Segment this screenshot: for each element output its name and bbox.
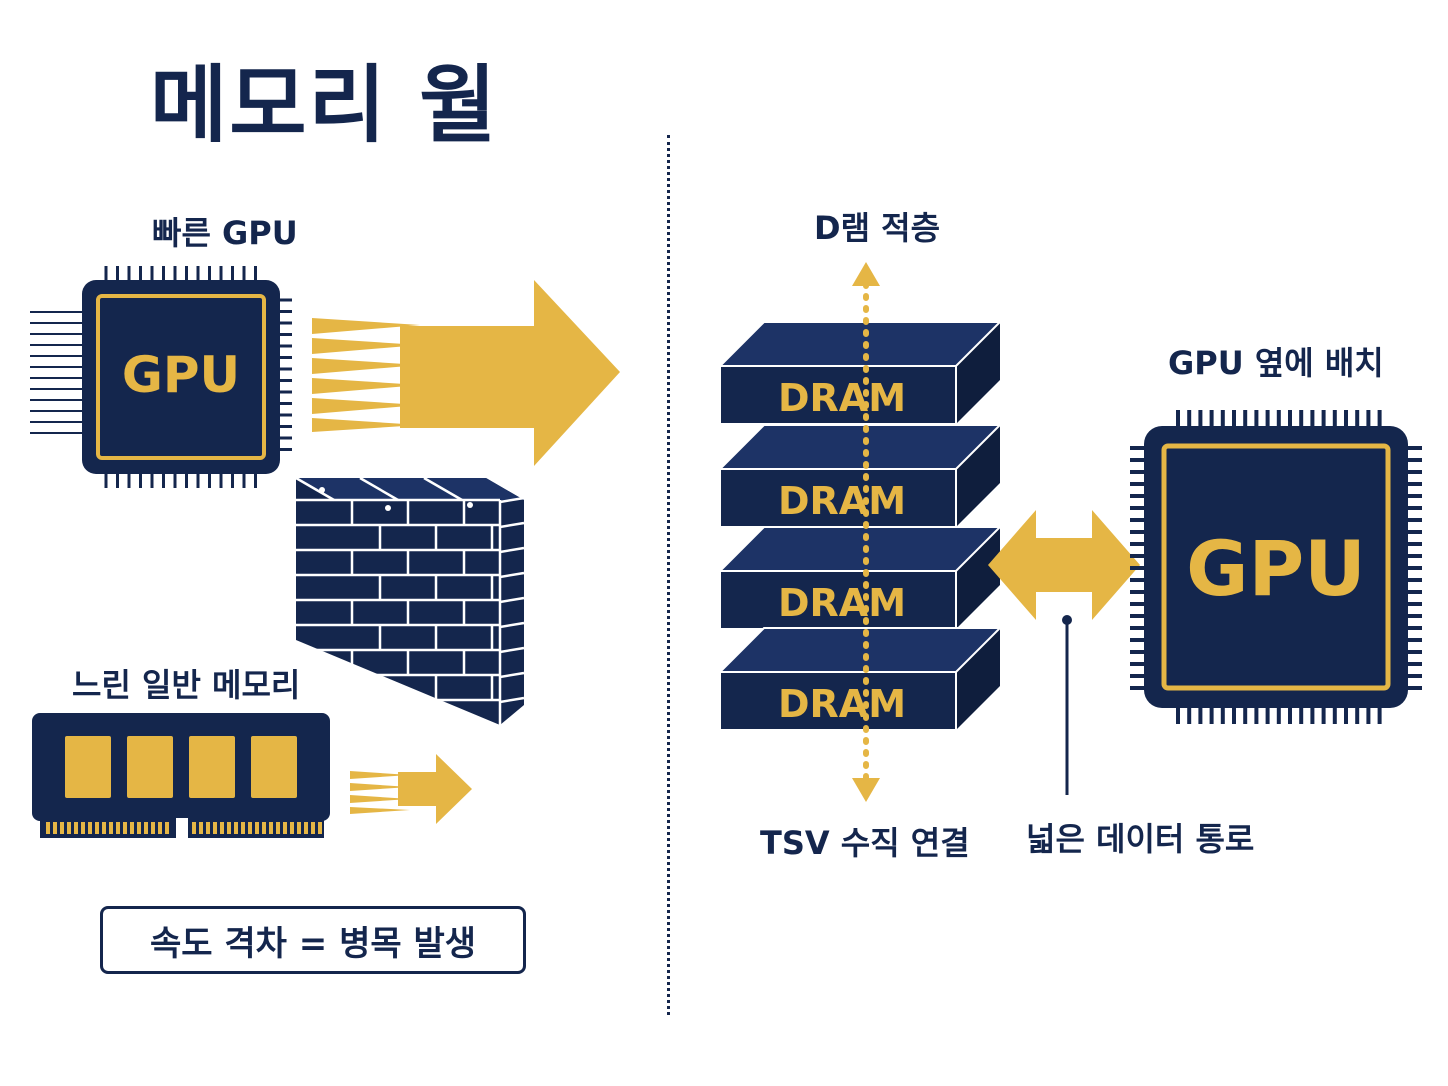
dram-stack-icon	[717, 262, 1003, 802]
dram-layer-1-label: DRAM	[777, 376, 907, 420]
fast-gpu-chip-label: GPU	[121, 346, 241, 404]
fast-data-arrow-icon	[312, 280, 620, 466]
wide-bus-label: 넓은 데이터 통로	[1026, 820, 1255, 858]
adjacent-gpu-chip-label: GPU	[1186, 524, 1366, 613]
page-title: 메모리 월	[150, 56, 499, 154]
fast-gpu-label: 빠른 GPU	[152, 214, 298, 252]
fast-gpu-chip-icon	[30, 266, 292, 488]
dram-layer-3-label: DRAM	[777, 581, 907, 625]
tsv-up-arrow-icon	[852, 262, 880, 286]
dram-layer-4-label: DRAM	[777, 682, 907, 726]
slow-memory-stick-icon	[32, 713, 330, 840]
gpu-placement-label: GPU 옆에 배치	[1168, 344, 1384, 382]
bottleneck-callout: 속도 격차 = 병목 발생	[100, 906, 526, 974]
tsv-down-arrow-icon	[852, 778, 880, 802]
section-divider	[667, 135, 670, 1015]
memory-wall-icon	[295, 476, 525, 725]
slow-data-arrow-icon	[350, 754, 472, 824]
tsv-label: TSV 수직 연결	[760, 824, 970, 862]
dram-stack-label: D램 적층	[814, 209, 941, 247]
dram-layer-2-label: DRAM	[777, 479, 907, 523]
bidirectional-bus-arrow-icon	[988, 510, 1140, 620]
adjacent-gpu-chip-icon	[1130, 410, 1422, 724]
slow-memory-label: 느린 일반 메모리	[72, 666, 301, 704]
